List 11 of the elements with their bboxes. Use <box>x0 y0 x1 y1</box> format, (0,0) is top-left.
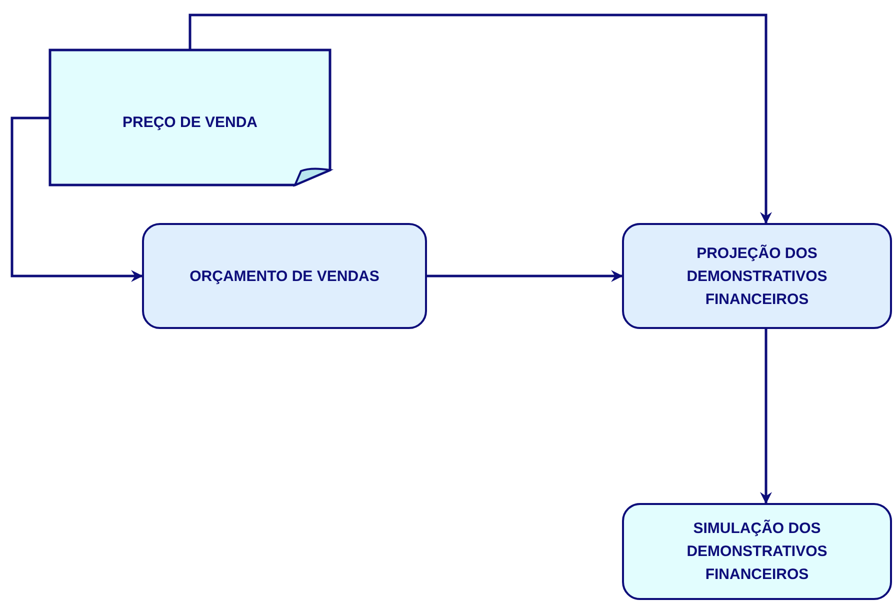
arrow <box>760 329 772 504</box>
arrow <box>427 270 623 282</box>
arrow <box>10 116 143 282</box>
arrow <box>188 14 772 224</box>
node-label: PROJEÇÃO DOS DEMONSTRATIVOS FINANCEIROS <box>686 244 828 310</box>
node-label: SIMULAÇÃO DOS DEMONSTRATIVOS FINANCEIROS <box>686 518 828 585</box>
process-box <box>142 223 427 329</box>
process-box <box>622 503 892 600</box>
node-label: ORÇAMENTO DE VENDAS <box>190 266 380 286</box>
node-label: PREÇO DE VENDA <box>121 113 259 133</box>
process-box <box>622 223 892 329</box>
